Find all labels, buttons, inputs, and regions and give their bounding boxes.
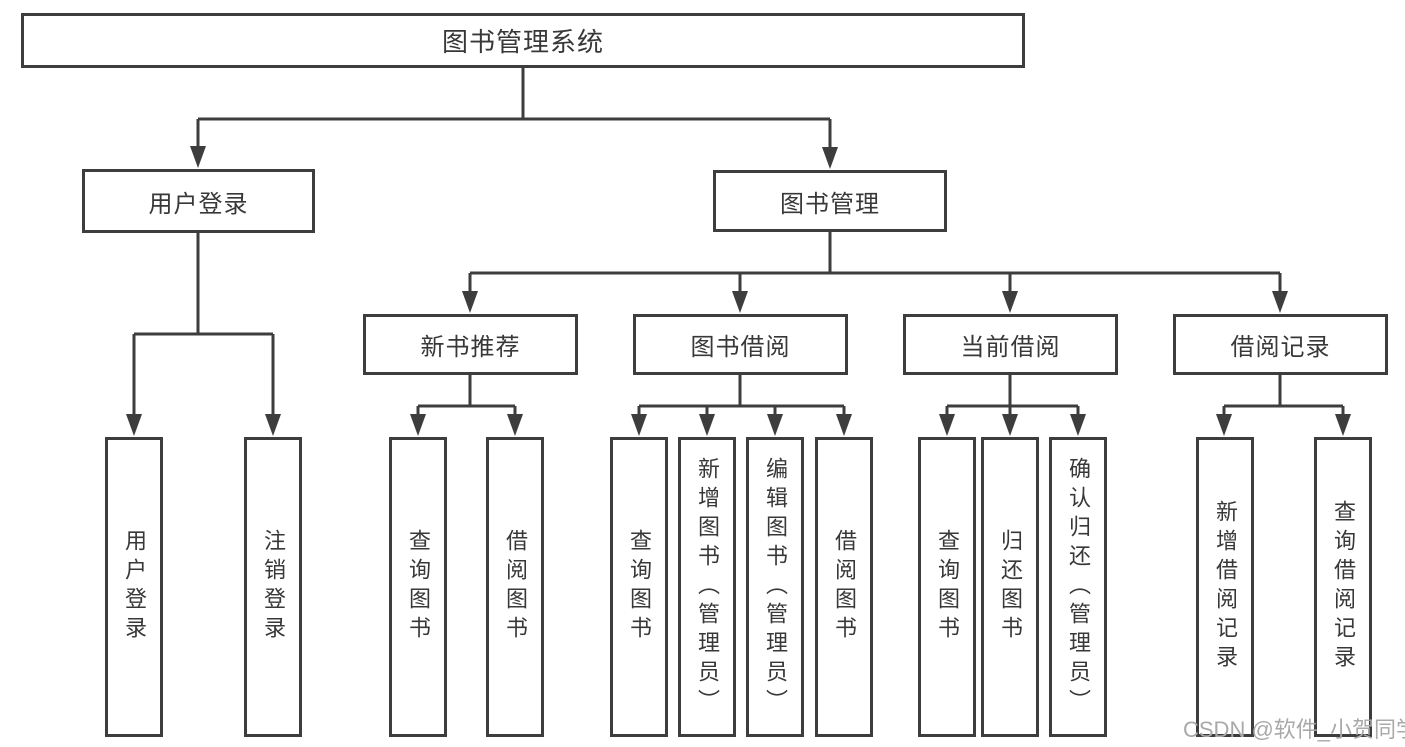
arrowhead — [939, 414, 955, 436]
arrowhead — [507, 414, 523, 436]
arrowhead — [126, 414, 142, 436]
watermark-text: CSDN @软件_小贺同学 — [1183, 717, 1405, 742]
node-user-login: 用户登录 — [82, 169, 315, 233]
arrowhead — [265, 414, 281, 436]
arrowhead — [631, 414, 647, 436]
arrowhead — [767, 414, 783, 436]
leaf-br-query-record-label: 查询借阅记录 — [1331, 500, 1356, 674]
arrowhead — [732, 291, 748, 313]
node-current-borrowing-label: 当前借阅 — [960, 334, 1061, 361]
leaf-bb-borrow-books-label: 借阅图书 — [832, 529, 857, 645]
leaf-nb-query-books-label: 查询图书 — [406, 529, 431, 645]
leaf-bb-query-books: 查询图书 — [610, 437, 668, 737]
arrowhead — [1002, 414, 1018, 436]
node-book-borrowing: 图书借阅 — [633, 314, 848, 375]
node-book-borrowing-label: 图书借阅 — [690, 334, 791, 361]
node-root-label: 图书管理系统 — [441, 27, 604, 57]
leaf-nb-query-books: 查询图书 — [389, 437, 447, 737]
leaf-bb-add-books-admin-label: 新增图书（管理员） — [695, 456, 720, 718]
arrowhead — [1335, 414, 1351, 436]
leaf-bb-edit-books-admin-label: 编辑图书（管理员） — [763, 456, 788, 718]
node-new-book-recommendation-label: 新书推荐 — [420, 334, 521, 361]
connector-path — [132, 68, 1345, 418]
node-borrowing-records: 借阅记录 — [1173, 314, 1388, 375]
leaf-br-add-record: 新增借阅记录 — [1196, 437, 1254, 737]
arrowhead — [699, 414, 715, 436]
leaf-cb-confirm-return-admin-label: 确认归还（管理员） — [1066, 456, 1091, 718]
leaf-nb-borrow-books: 借阅图书 — [486, 437, 544, 737]
leaf-user-login: 用户登录 — [105, 437, 163, 737]
leaf-cb-query-books-label: 查询图书 — [935, 529, 960, 645]
arrowhead — [462, 291, 478, 313]
node-book-management-label: 图书管理 — [780, 190, 880, 218]
node-new-book-recommendation: 新书推荐 — [363, 314, 578, 375]
leaf-user-login-label: 用户登录 — [122, 529, 147, 645]
leaf-bb-add-books-admin: 新增图书（管理员） — [678, 437, 736, 737]
node-book-management: 图书管理 — [713, 170, 947, 232]
leaf-bb-borrow-books: 借阅图书 — [815, 437, 873, 737]
arrowhead — [1002, 291, 1018, 313]
arrowheads — [126, 146, 1351, 436]
leaf-nb-borrow-books-label: 借阅图书 — [503, 529, 528, 645]
arrowhead — [822, 147, 838, 169]
arrowhead — [1272, 291, 1288, 313]
node-current-borrowing: 当前借阅 — [903, 314, 1118, 375]
node-user-login-label: 用户登录 — [148, 190, 249, 218]
arrowhead — [836, 414, 852, 436]
node-borrowing-records-label: 借阅记录 — [1230, 334, 1331, 361]
leaf-cb-query-books: 查询图书 — [918, 437, 976, 737]
arrowhead — [190, 146, 206, 168]
leaf-logout: 注销登录 — [244, 437, 302, 737]
leaf-logout-label: 注销登录 — [261, 529, 286, 645]
arrowhead — [1216, 414, 1232, 436]
leaf-br-add-record-label: 新增借阅记录 — [1213, 500, 1238, 674]
leaf-cb-confirm-return-admin: 确认归还（管理员） — [1049, 437, 1107, 737]
arrowhead — [1070, 414, 1086, 436]
leaf-bb-edit-books-admin: 编辑图书（管理员） — [746, 437, 804, 737]
node-root: 图书管理系统 — [21, 13, 1025, 68]
arrowhead — [410, 414, 426, 436]
leaf-br-query-record: 查询借阅记录 — [1314, 437, 1372, 737]
leaf-bb-query-books-label: 查询图书 — [627, 529, 652, 645]
leaf-cb-return-books: 归还图书 — [981, 437, 1039, 737]
leaf-cb-return-books-label: 归还图书 — [998, 529, 1023, 645]
